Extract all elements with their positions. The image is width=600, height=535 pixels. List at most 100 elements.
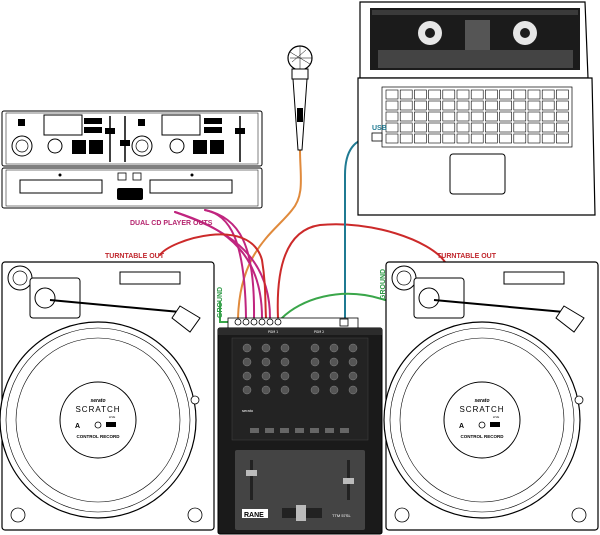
record-side-left: A [75,423,80,430]
mixer-knob[interactable] [310,357,320,367]
mixer-knob[interactable] [280,343,290,353]
mixer-knob[interactable] [348,371,358,381]
laptop-keyboard [385,89,569,144]
record-sub-right: LIVE [493,415,500,419]
mixer-knob[interactable] [242,371,252,381]
mixer-port-right-label: PGM 2 [314,330,324,334]
keyboard-key [527,133,541,144]
keyboard-key [442,133,456,144]
mixer-button[interactable] [340,428,349,433]
turntable-out-left-label: TURNTABLE OUT [105,253,165,260]
mixer-knob[interactable] [280,371,290,381]
keyboard-key [385,111,399,122]
keyboard-key [385,89,399,100]
keyboard-key [414,111,427,122]
mixer-knob[interactable] [242,385,252,395]
mixer-button[interactable] [265,428,274,433]
keyboard-key [470,89,484,100]
keyboard-key [428,100,441,111]
record-label-left: serato SCRATCH LIVE A CONTROL RECORD [75,398,121,439]
keyboard-key [385,100,399,111]
record-brand-right: serato [474,398,489,404]
keyboard-key [485,111,498,122]
mixer-button[interactable] [310,428,319,433]
mixer-button[interactable] [295,428,304,433]
record-product-right: SCRATCH [459,405,504,414]
cables [159,137,446,323]
keyboard-key [414,133,427,144]
keyboard-key [499,89,512,100]
ground-right-label: GROUND [380,269,387,300]
keyboard-key [470,111,484,122]
mixer-knob[interactable] [329,385,339,395]
mixer-knob[interactable] [310,343,320,353]
mixer-knob[interactable] [280,385,290,395]
cd-cable-2 [204,209,256,319]
mixer-knob[interactable] [348,357,358,367]
keyboard-key [414,89,427,100]
turntable-out-right-label: TURNTABLE OUT [437,253,497,260]
keyboard-key [385,133,399,144]
keyboard-key [499,111,512,122]
record-title-right: CONTROL RECORD [461,434,505,439]
keyboard-key [399,111,413,122]
keyboard-key [527,89,541,100]
mixer-knob[interactable] [329,357,339,367]
keyboard-key [485,122,498,133]
usb-label: USB [372,125,387,132]
keyboard-key [456,111,470,122]
keyboard-key [442,111,456,122]
keyboard-key [527,100,541,111]
turntable-left-icon [0,261,215,531]
record-sub-left: LIVE [109,415,116,419]
keyboard-key [456,100,470,111]
keyboard-key [513,133,527,144]
keyboard-key [485,89,498,100]
mixer-knob[interactable] [261,357,271,367]
mixer-icon [217,317,383,535]
keyboard-key [428,122,441,133]
keyboard-key [428,133,441,144]
keyboard-key [470,100,484,111]
keyboard-key [485,133,498,144]
mixer-button[interactable] [250,428,259,433]
keyboard-key [499,100,512,111]
keyboard-key [385,122,399,133]
keyboard-key [485,100,498,111]
mixer-knob[interactable] [261,385,271,395]
mixer-knob[interactable] [348,385,358,395]
keyboard-key [556,122,569,133]
keyboard-key [541,111,555,122]
keyboard-key [527,111,541,122]
mixer-knob[interactable] [242,343,252,353]
keyboard-key [399,122,413,133]
record-title-left: CONTROL RECORD [77,434,121,439]
mixer-knob[interactable] [348,343,358,353]
keyboard-key [442,100,456,111]
keyboard-key [456,122,470,133]
turntable-left-cable [159,233,267,319]
mixer-knob[interactable] [329,371,339,381]
turntable-right-cable [276,223,446,319]
mixer-button[interactable] [325,428,334,433]
mixer-knob[interactable] [261,343,271,353]
mixer-knob[interactable] [310,385,320,395]
keyboard-key [456,133,470,144]
ground-left-cable [219,301,229,323]
mixer-knob[interactable] [280,357,290,367]
keyboard-key [556,89,569,100]
mixer-serato-label: serato [242,408,254,413]
ground-right-cable [281,292,386,319]
mixer-model-label: TTM 57SL [332,513,351,518]
mixer-knob[interactable] [261,371,271,381]
mixer-button[interactable] [280,428,289,433]
mixer-knob[interactable] [242,357,252,367]
keyboard-key [414,100,427,111]
mixer-knob[interactable] [310,371,320,381]
mixer-knob[interactable] [329,343,339,353]
keyboard-key [414,122,427,133]
record-product-left: SCRATCH [75,405,120,414]
record-label-right: serato SCRATCH LIVE A CONTROL RECORD [459,398,505,439]
mic-cable [237,149,302,319]
keyboard-key [499,122,512,133]
